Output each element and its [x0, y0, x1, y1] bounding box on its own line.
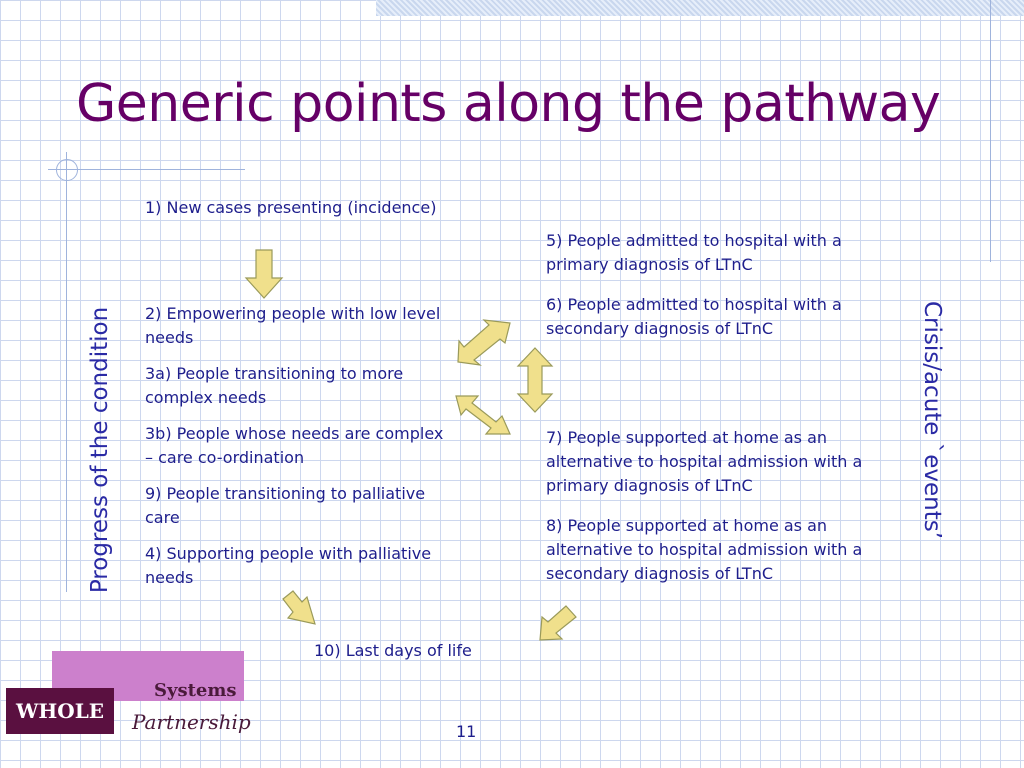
list-item: 3a) People transitioning to more complex…: [145, 364, 404, 407]
logo-whole-text: WHOLE: [15, 699, 105, 723]
decorative-line: [990, 0, 991, 262]
slide-title: Generic points along the pathway: [76, 74, 941, 134]
decorative-line: [66, 152, 67, 592]
list-item: 2) Empowering people with low level need…: [145, 304, 441, 347]
arrow-diagonal-icon: [539, 605, 577, 641]
list-item: 6) People admitted to hospital with a se…: [546, 295, 842, 338]
bottom-item: 10) Last days of life: [314, 641, 472, 660]
list-item: 3b) People whose needs are complex – car…: [145, 424, 444, 467]
list-item: 5) People admitted to hospital with a pr…: [546, 231, 842, 274]
arrow-diagonal-icon: [455, 395, 511, 435]
list-item: 7) People supported at home as an altern…: [546, 428, 863, 495]
list-item: 1) New cases presenting (incidence): [145, 198, 437, 217]
logo-partnership-text: Partnership: [132, 710, 251, 734]
list-item: 8) People supported at home as an altern…: [546, 516, 863, 583]
arrow-diagonal-icon: [282, 590, 316, 625]
decorative-circle: [56, 159, 78, 181]
arrow-diagonal-icon: [457, 319, 511, 366]
page-number: 11: [456, 722, 477, 741]
list-item: 4) Supporting people with palliative nee…: [145, 544, 432, 587]
arrow-vertical-icon: [516, 347, 554, 413]
logo-whole-box: WHOLE: [6, 688, 114, 734]
top-decorative-band: [376, 0, 1024, 16]
logo-systems-text: Systems: [154, 680, 237, 701]
decorative-line: [48, 169, 245, 170]
arrow-down-icon: [244, 249, 284, 299]
list-item: 9) People transitioning to palliative ca…: [145, 484, 426, 527]
